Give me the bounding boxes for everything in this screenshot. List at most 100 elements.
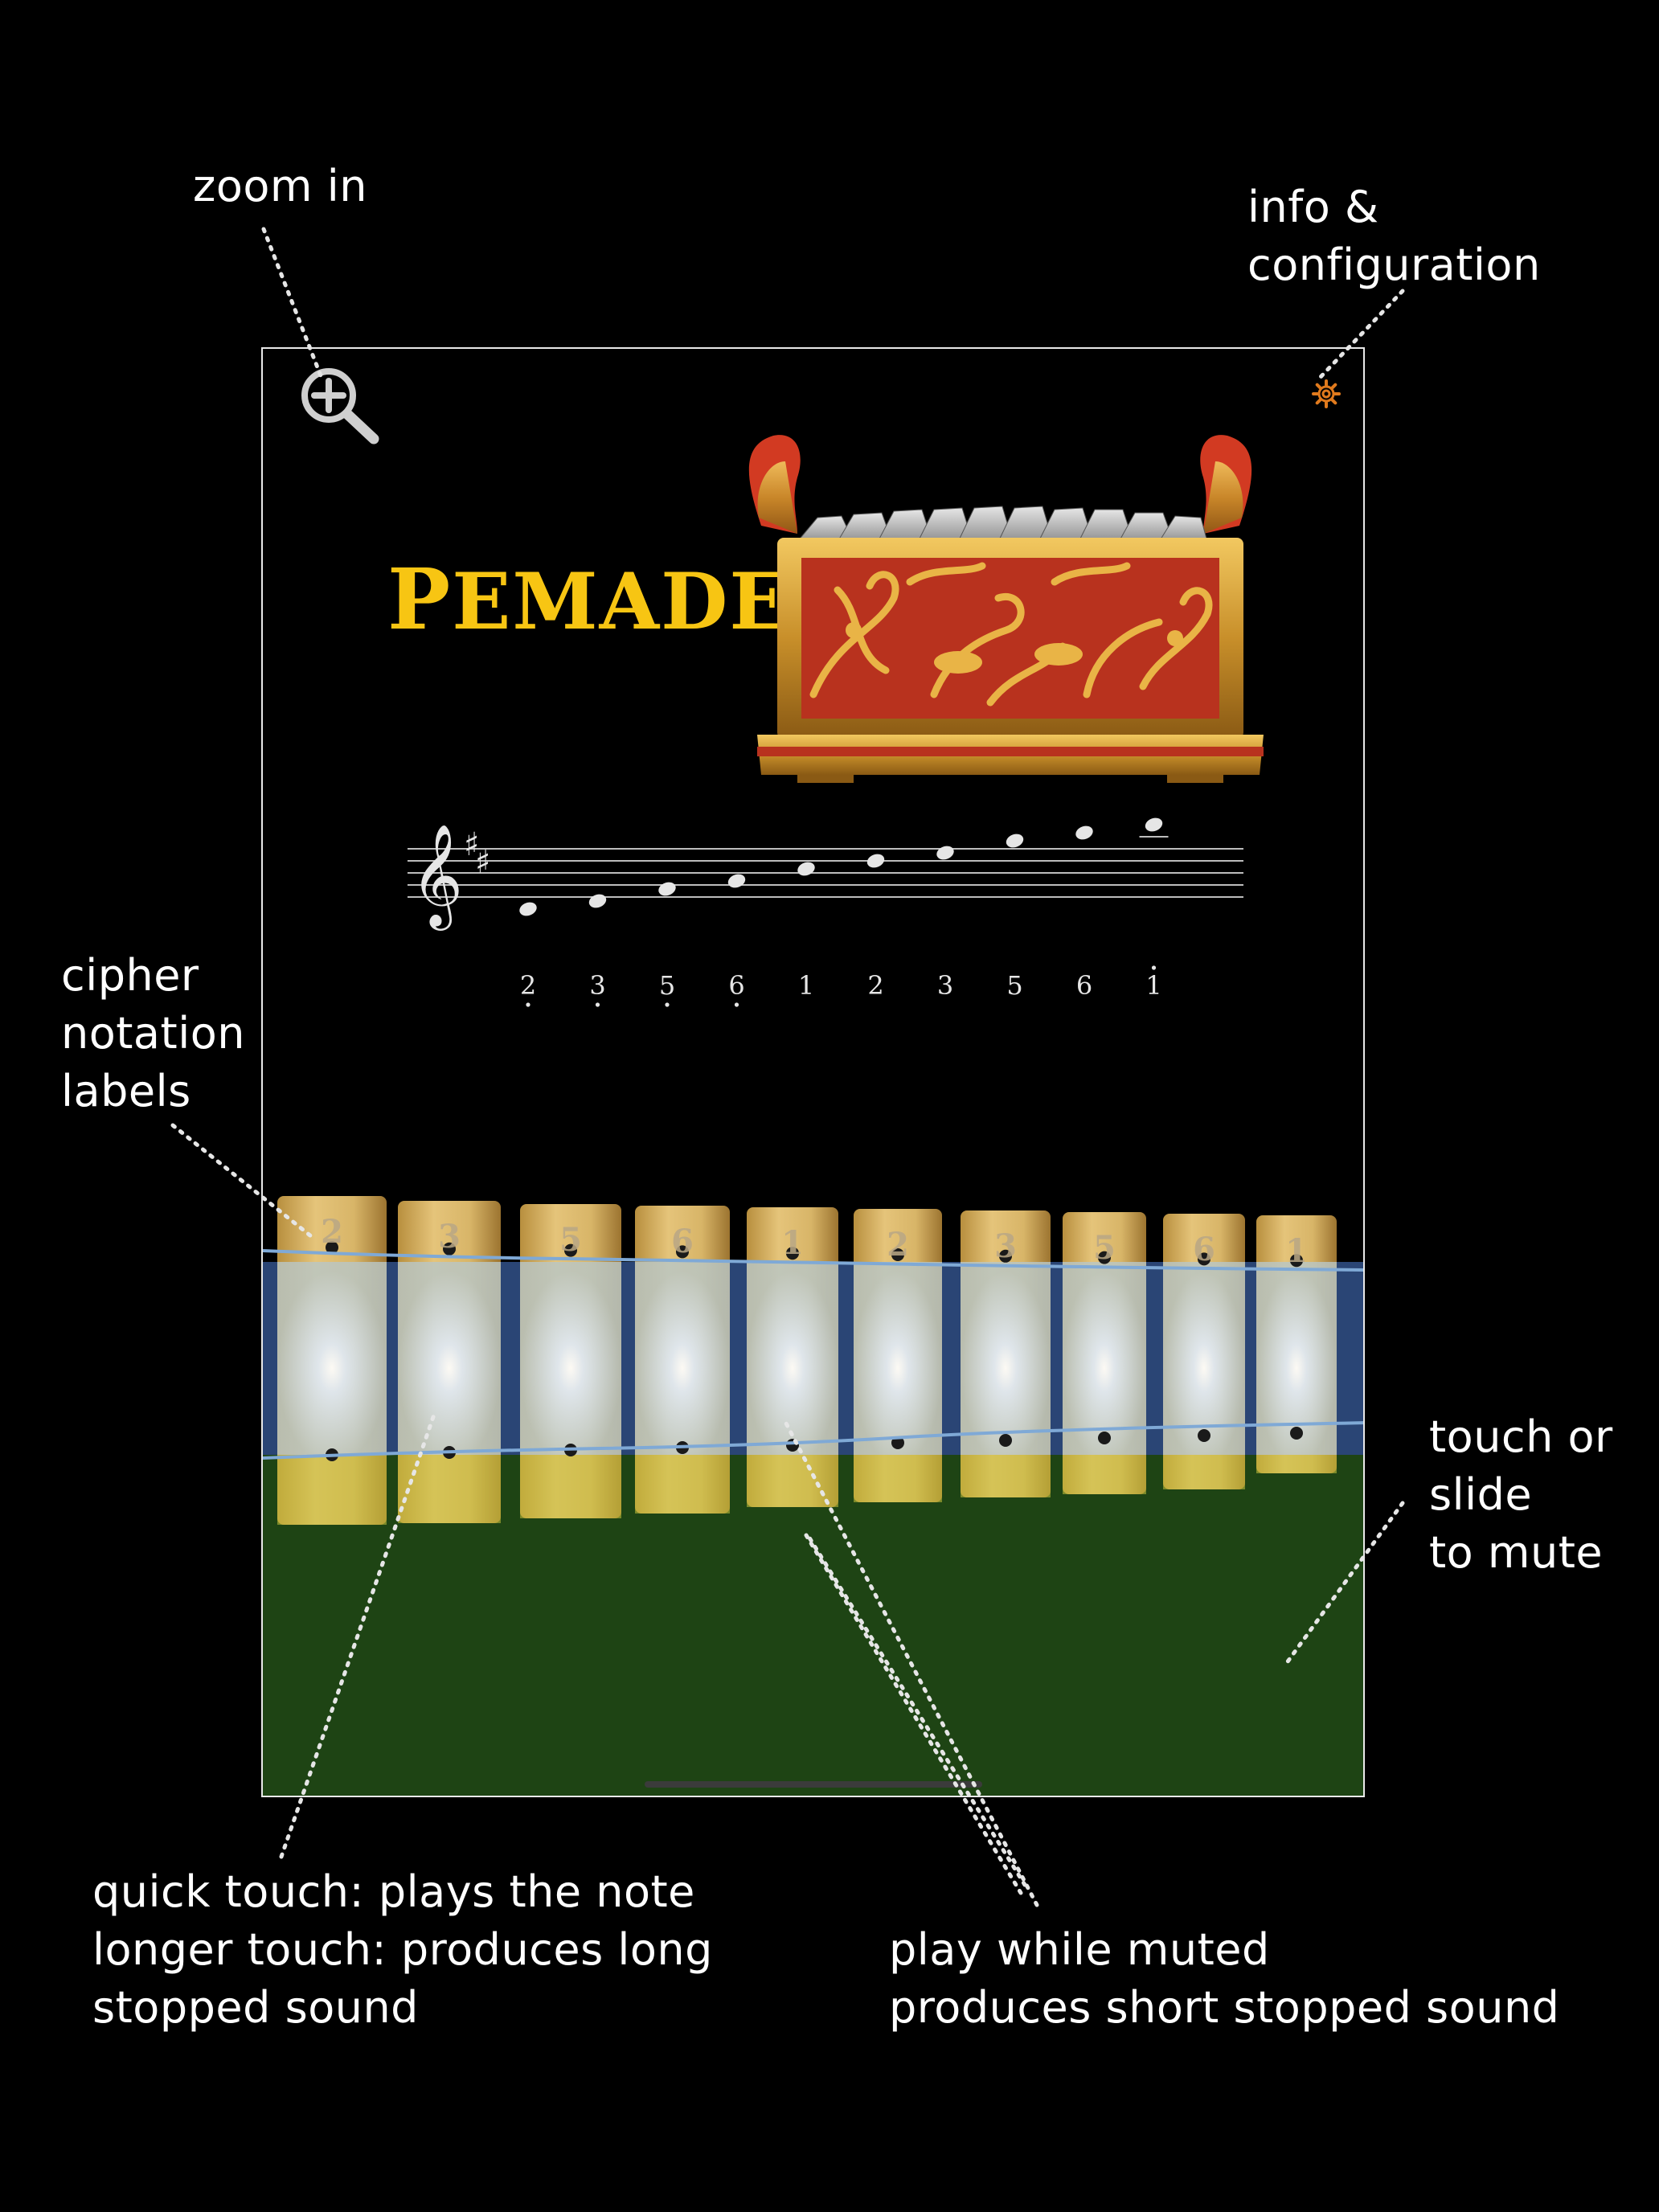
instrument-key[interactable]: 1 [747,1207,838,1507]
app-screen: PEMADE [261,347,1365,1797]
key-peg [1290,1427,1303,1440]
instrument-key[interactable]: 5 [520,1204,621,1518]
octave-dot [595,1002,600,1007]
annotation-zoom-in-text: zoom in [193,161,367,211]
key-cipher-label: 3 [438,1218,461,1256]
key-peg [564,1243,577,1257]
key-highlight [854,1262,942,1455]
staff-note [797,862,815,876]
instrument-key[interactable]: 6 [1163,1214,1245,1489]
staff-note [658,882,676,896]
key-peg [786,1247,799,1260]
zoom-in-icon [301,368,379,444]
annotation-mute: touch or slide to mute [1429,1408,1613,1582]
cipher-label: 1 [798,970,814,1001]
instrument-key[interactable]: 2 [277,1196,387,1525]
key-peg [999,1249,1012,1263]
instrument-keyboard: 2 3 5 6 1 2 3 5 6 1 [263,1193,1363,1796]
key-highlight [1163,1262,1245,1455]
treble-clef-icon: 𝄞 [411,823,463,931]
staff-note [1006,834,1024,848]
annotation-muted-line2: produces short stopped sound [889,1982,1560,2033]
cipher-label: 6 [728,970,744,1001]
instrument-key[interactable]: 3 [961,1210,1051,1497]
cipher-label: 2 [520,970,536,1001]
octave-dot [665,1002,670,1007]
staff-note [519,902,537,916]
annotation-cipher-line3: labels [61,1066,191,1116]
staff-note [1145,817,1163,832]
key-peg [1198,1429,1210,1442]
key-peg [1198,1252,1210,1266]
staff-note [727,874,746,888]
instrument-key[interactable]: 2 [854,1209,942,1502]
key-cipher-label: 2 [321,1213,343,1251]
staff-note [588,894,607,908]
annotation-mute-line1: touch or [1429,1411,1613,1462]
annotation-cipher-labels: cipher notation labels [61,947,245,1120]
key-peg [891,1248,904,1261]
instrument-title: PEMADE [387,558,790,641]
annotation-touch-line2: longer touch: produces long [92,1924,713,1975]
key-cipher-label: 3 [994,1227,1017,1265]
instrument-photo [748,435,1264,783]
key-peg [1290,1254,1303,1268]
key-cipher-label: 2 [887,1226,909,1264]
key-peg [326,1241,338,1254]
key-lower [747,1455,838,1507]
annotation-touch-line1: quick touch: plays the note [92,1866,695,1917]
annotation-zoom-in: zoom in [193,158,367,215]
settings-button[interactable] [1310,378,1342,410]
annotation-mute-line3: to mute [1429,1527,1604,1578]
key-cipher-label: 5 [1093,1229,1116,1267]
key-peg [443,1242,456,1256]
cipher-label: 5 [1006,970,1022,1001]
key-lower [277,1455,387,1525]
home-indicator [645,1781,982,1788]
key-cipher-label: 6 [1193,1231,1215,1268]
key-peg [1098,1251,1111,1264]
key-highlight [398,1262,501,1455]
annotation-cipher-line1: cipher [61,950,199,1001]
key-peg [676,1245,689,1259]
staff-note [866,854,885,868]
cipher-label: 6 [1076,970,1092,1001]
key-highlight [520,1262,621,1455]
key-lower [1256,1455,1337,1473]
annotation-muted-line1: play while muted [889,1924,1270,1975]
annotation-muted-play: play while muted produces short stopped … [889,1921,1559,2037]
key-lower [398,1455,501,1523]
key-peg [786,1439,799,1452]
instrument-key[interactable]: 5 [1063,1212,1146,1494]
key-lower [961,1455,1051,1497]
instrument-key[interactable]: 6 [635,1206,730,1514]
key-highlight [1063,1262,1146,1455]
cipher-label: 3 [589,970,605,1001]
key-peg [1098,1432,1111,1444]
zoom-in-button[interactable] [295,358,391,455]
staff-note [1075,825,1093,840]
instrument-key[interactable]: 1 [1256,1215,1337,1473]
annotation-info-config: info & configuration [1247,178,1541,294]
key-cipher-label: 6 [671,1223,694,1260]
annotation-mute-line2: slide [1429,1469,1533,1520]
instrument-key[interactable]: 3 [398,1201,501,1523]
annotation-touch-line3: stopped sound [92,1982,419,2033]
cipher-label: 3 [937,970,953,1001]
key-lower [635,1455,730,1514]
key-highlight [277,1262,387,1455]
key-cipher-label: 1 [1285,1232,1308,1270]
octave-dot [526,1002,530,1007]
key-highlight [635,1262,730,1455]
octave-dot [1151,965,1157,970]
staff-notes [519,817,1169,916]
cipher-label: 2 [867,970,883,1001]
key-highlight [961,1262,1051,1455]
sharp-icon: ♯ [464,826,479,863]
annotation-cipher-line2: notation [61,1008,245,1059]
cipher-label: 5 [659,970,675,1001]
key-cipher-label: 5 [559,1221,582,1259]
annotation-info-line2: configuration [1247,240,1541,290]
